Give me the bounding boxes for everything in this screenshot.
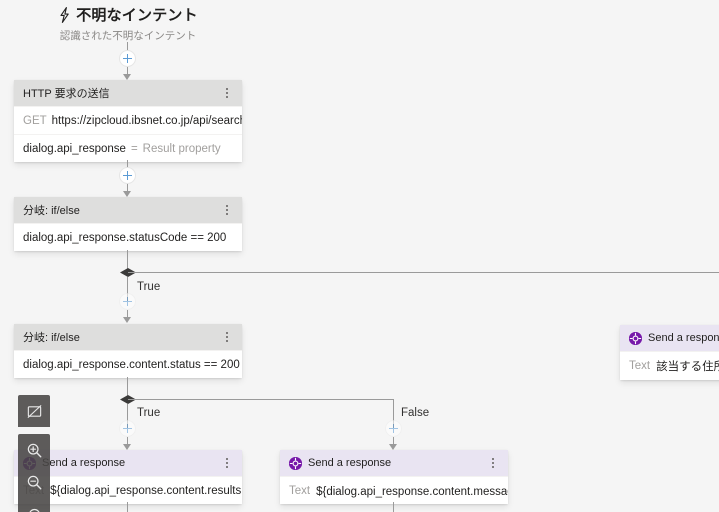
connector-http-to-branch1-2 (127, 184, 128, 195)
send-response-address-text-value: ${dialog.api_response.content.results[0]… (50, 484, 242, 497)
result-property-key: dialog.api_response (23, 142, 126, 155)
branch-statuscode-node[interactable]: 分岐: if/else dialog.api_response.statusCo… (14, 197, 242, 251)
branch2-false-label: False (401, 407, 430, 419)
connector-true-leg-2 (127, 437, 128, 448)
branch1-true-label: True (137, 281, 161, 293)
trigger-title-row: 不明なインテント (0, 4, 268, 25)
zoom-out-icon (26, 474, 43, 491)
connector-false-leg (393, 399, 394, 428)
result-property-equals: = (130, 142, 138, 155)
kebab-menu-icon[interactable] (221, 86, 233, 100)
send-response-notfound-text-value: 該当する住所が見 (656, 361, 719, 373)
connector-true-leg (127, 404, 128, 428)
connector-diamond1-down (127, 277, 128, 301)
fit-to-screen-icon (26, 403, 43, 420)
kebab-menu-icon[interactable] (487, 456, 499, 470)
send-response-icon (629, 331, 642, 345)
send-response-notfound-title: Send a response (648, 332, 719, 344)
focus-center-icon (26, 506, 43, 512)
fit-to-screen-button[interactable] (18, 395, 50, 427)
arrow-to-response-message (389, 444, 397, 450)
connector-false-leg-2 (393, 437, 394, 448)
connector-diamond2-to-false (128, 399, 394, 400)
send-response-message-text-row: Text ${dialog.api_response.content.messa… (280, 476, 508, 504)
connector-diamond1-down-2 (127, 310, 128, 321)
send-response-notfound-node[interactable]: Send a response Text 該当する住所が見 (620, 325, 719, 380)
canvas-toolbar[interactable] (18, 395, 50, 512)
connector-branch1-to-diamond1 (127, 250, 128, 272)
http-request-url-row: GET https://zipcloud.ibsnet.co.jp/api/se… (14, 106, 242, 134)
http-request-node[interactable]: HTTP 要求の送信 GET https://zipcloud.ibsnet.c… (14, 80, 242, 162)
branch-statuscode-node-header[interactable]: 分岐: if/else (14, 197, 242, 223)
branch-statuscode-node-title: 分岐: if/else (23, 205, 80, 217)
http-result-property-row: dialog.api_response = Result property (14, 134, 242, 162)
send-response-message-title: Send a response (308, 457, 392, 469)
http-request-node-title: HTTP 要求の送信 (23, 88, 110, 100)
http-url: https://zipcloud.ibsnet.co.jp/api/search… (51, 114, 242, 127)
connector-diamond1-right (128, 272, 719, 273)
focus-center-button[interactable] (18, 498, 50, 512)
kebab-menu-icon[interactable] (221, 203, 233, 217)
http-request-node-header[interactable]: HTTP 要求の送信 (14, 80, 242, 106)
trigger-title: 不明なインテント (76, 7, 198, 24)
arrow-to-response-address (123, 444, 131, 450)
arrow-to-http-node (123, 74, 131, 80)
add-node-button-true[interactable] (119, 420, 136, 437)
send-response-notfound-text-row: Text 該当する住所が見 (620, 351, 719, 380)
add-node-button-1[interactable] (119, 50, 136, 67)
branch-contentstatus-node-title: 分岐: if/else (23, 332, 80, 344)
branch-statuscode-condition: dialog.api_response.statusCode == 200 (14, 223, 242, 251)
zoom-in-button[interactable] (18, 434, 50, 466)
zoom-in-icon (26, 442, 43, 459)
zoom-out-button[interactable] (18, 466, 50, 498)
http-method: GET (23, 114, 47, 127)
send-response-notfound-header[interactable]: Send a response (620, 325, 719, 351)
trigger-subtitle: 認識された不明なインテント (59, 30, 197, 42)
kebab-menu-icon[interactable] (221, 330, 233, 344)
send-response-message-header[interactable]: Send a response (280, 450, 508, 476)
connector-trigger-to-http-2 (127, 67, 128, 78)
branch-contentstatus-node[interactable]: 分岐: if/else dialog.api_response.content.… (14, 324, 242, 378)
zoom-controls-group[interactable] (18, 434, 50, 512)
connector-below-response-address (127, 502, 128, 512)
kebab-menu-icon[interactable] (221, 456, 233, 470)
send-response-notfound-text-label: Text (629, 360, 651, 372)
branch-contentstatus-node-header[interactable]: 分岐: if/else (14, 324, 242, 350)
arrow-to-branch1-node (123, 191, 131, 197)
send-response-message-text-value: ${dialog.api_response.content.message}↵ (316, 485, 508, 498)
lightning-bolt-icon (58, 6, 71, 23)
connector-branch2-to-diamond2 (127, 377, 128, 399)
connector-below-response-message (393, 502, 394, 512)
add-node-button-false[interactable] (385, 420, 402, 437)
trigger-header: 不明なインテント 認識された不明なインテント (0, 4, 268, 43)
arrow-to-branch2-node (123, 317, 131, 323)
add-node-button-2[interactable] (119, 167, 136, 184)
result-property-value: Result property (142, 142, 221, 155)
send-response-message-text-label: Text (289, 484, 311, 497)
add-node-button-3[interactable] (119, 293, 136, 310)
send-response-message-node[interactable]: Send a response Text ${dialog.api_respon… (280, 450, 508, 504)
send-response-icon (289, 456, 302, 470)
branch-contentstatus-condition: dialog.api_response.content.status == 20… (14, 350, 242, 378)
send-response-address-text-row: Text ${dialog.api_response.content.resul… (14, 476, 242, 504)
send-response-address-title: Send a response (42, 457, 126, 469)
branch2-true-label: True (137, 407, 161, 419)
